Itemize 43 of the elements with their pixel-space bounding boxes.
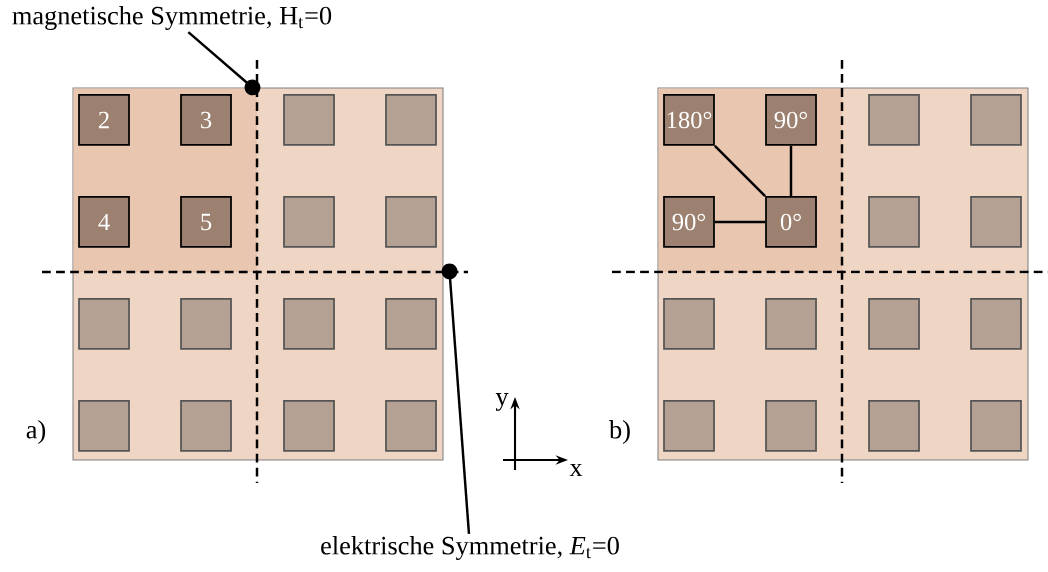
- square-patch: [385, 196, 437, 248]
- square-patch: [283, 196, 335, 248]
- square-patch: [78, 298, 130, 350]
- panel-label: a): [26, 420, 46, 444]
- square-patch: [663, 298, 715, 350]
- square-patch: [180, 298, 232, 350]
- square-patch: [385, 94, 437, 146]
- square-patch: 180°: [663, 94, 715, 146]
- leader-text: elektrische Symmetrie, E$_{t}$=0: [321, 536, 619, 560]
- square-patch: [180, 400, 232, 452]
- square-patch: [765, 400, 817, 452]
- connector-line: [714, 145, 766, 197]
- connector-line: [714, 220, 766, 224]
- square-patch: [78, 400, 130, 452]
- square-patch: 90°: [765, 94, 817, 146]
- square-patch: 5: [180, 196, 232, 248]
- square-patch: [868, 94, 920, 146]
- square-patch: [385, 400, 437, 452]
- square-patch: [765, 298, 817, 350]
- square-patch: [868, 196, 920, 248]
- square-patch: 90°: [663, 196, 715, 248]
- square-patch: 4: [78, 196, 130, 248]
- square-patch: [283, 94, 335, 146]
- panel-label: b): [609, 420, 630, 444]
- square-patch: [970, 94, 1022, 146]
- square-patch: [868, 400, 920, 452]
- square-patch: [385, 298, 437, 350]
- square-patch: 3: [180, 94, 232, 146]
- square-patch: [868, 298, 920, 350]
- square-patch: [283, 298, 335, 350]
- square-patch: [663, 400, 715, 452]
- square-patch: 0°: [765, 196, 817, 248]
- square-patch: [970, 196, 1022, 248]
- leader-line: [441, 263, 471, 534]
- square-patch: [970, 298, 1022, 350]
- leader-line: [187, 31, 261, 96]
- square-patch: [970, 400, 1022, 452]
- connector-line: [789, 145, 793, 197]
- square-patch: [283, 400, 335, 452]
- square-patch: 2: [78, 94, 130, 146]
- axis-label: x: [569, 463, 583, 477]
- axis-label: y: [495, 393, 509, 411]
- leader-text: magnetische Symmetrie, H$_{t}$=0: [12, 6, 332, 30]
